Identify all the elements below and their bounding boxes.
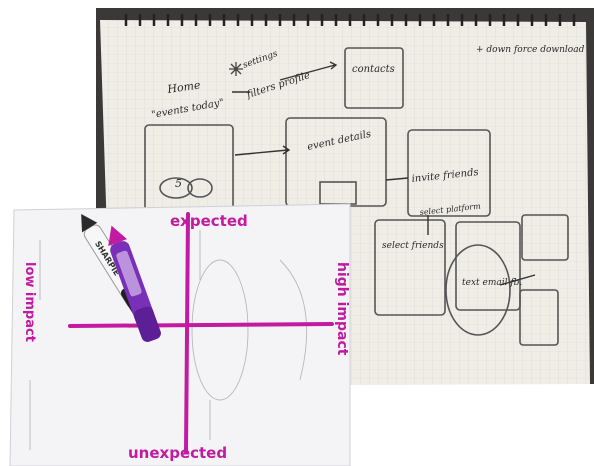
annotation-home: Home: [166, 78, 202, 96]
annotation-contacts: contacts: [352, 64, 395, 75]
axis-label-bottom: unexpected: [128, 444, 227, 462]
annotation-select-friends: select friends: [382, 241, 444, 251]
purple-marker: [108, 225, 161, 342]
axis-label-left: low impact: [22, 262, 37, 342]
axis-label-top: expected: [170, 212, 248, 230]
annotation-text-email-fb: text email fb.: [462, 278, 522, 288]
star-doodle: [229, 62, 243, 76]
axis-label-right: high impact: [334, 262, 350, 356]
annotation-number-5: 5: [175, 177, 182, 190]
quadrant-card: expected unexpected low impact high impa…: [9, 203, 351, 466]
spiral-binding: [124, 14, 576, 26]
annotation-download: + down force download: [476, 45, 585, 55]
quadrant-axes: [68, 212, 334, 454]
sketch-arrows: [232, 61, 536, 286]
